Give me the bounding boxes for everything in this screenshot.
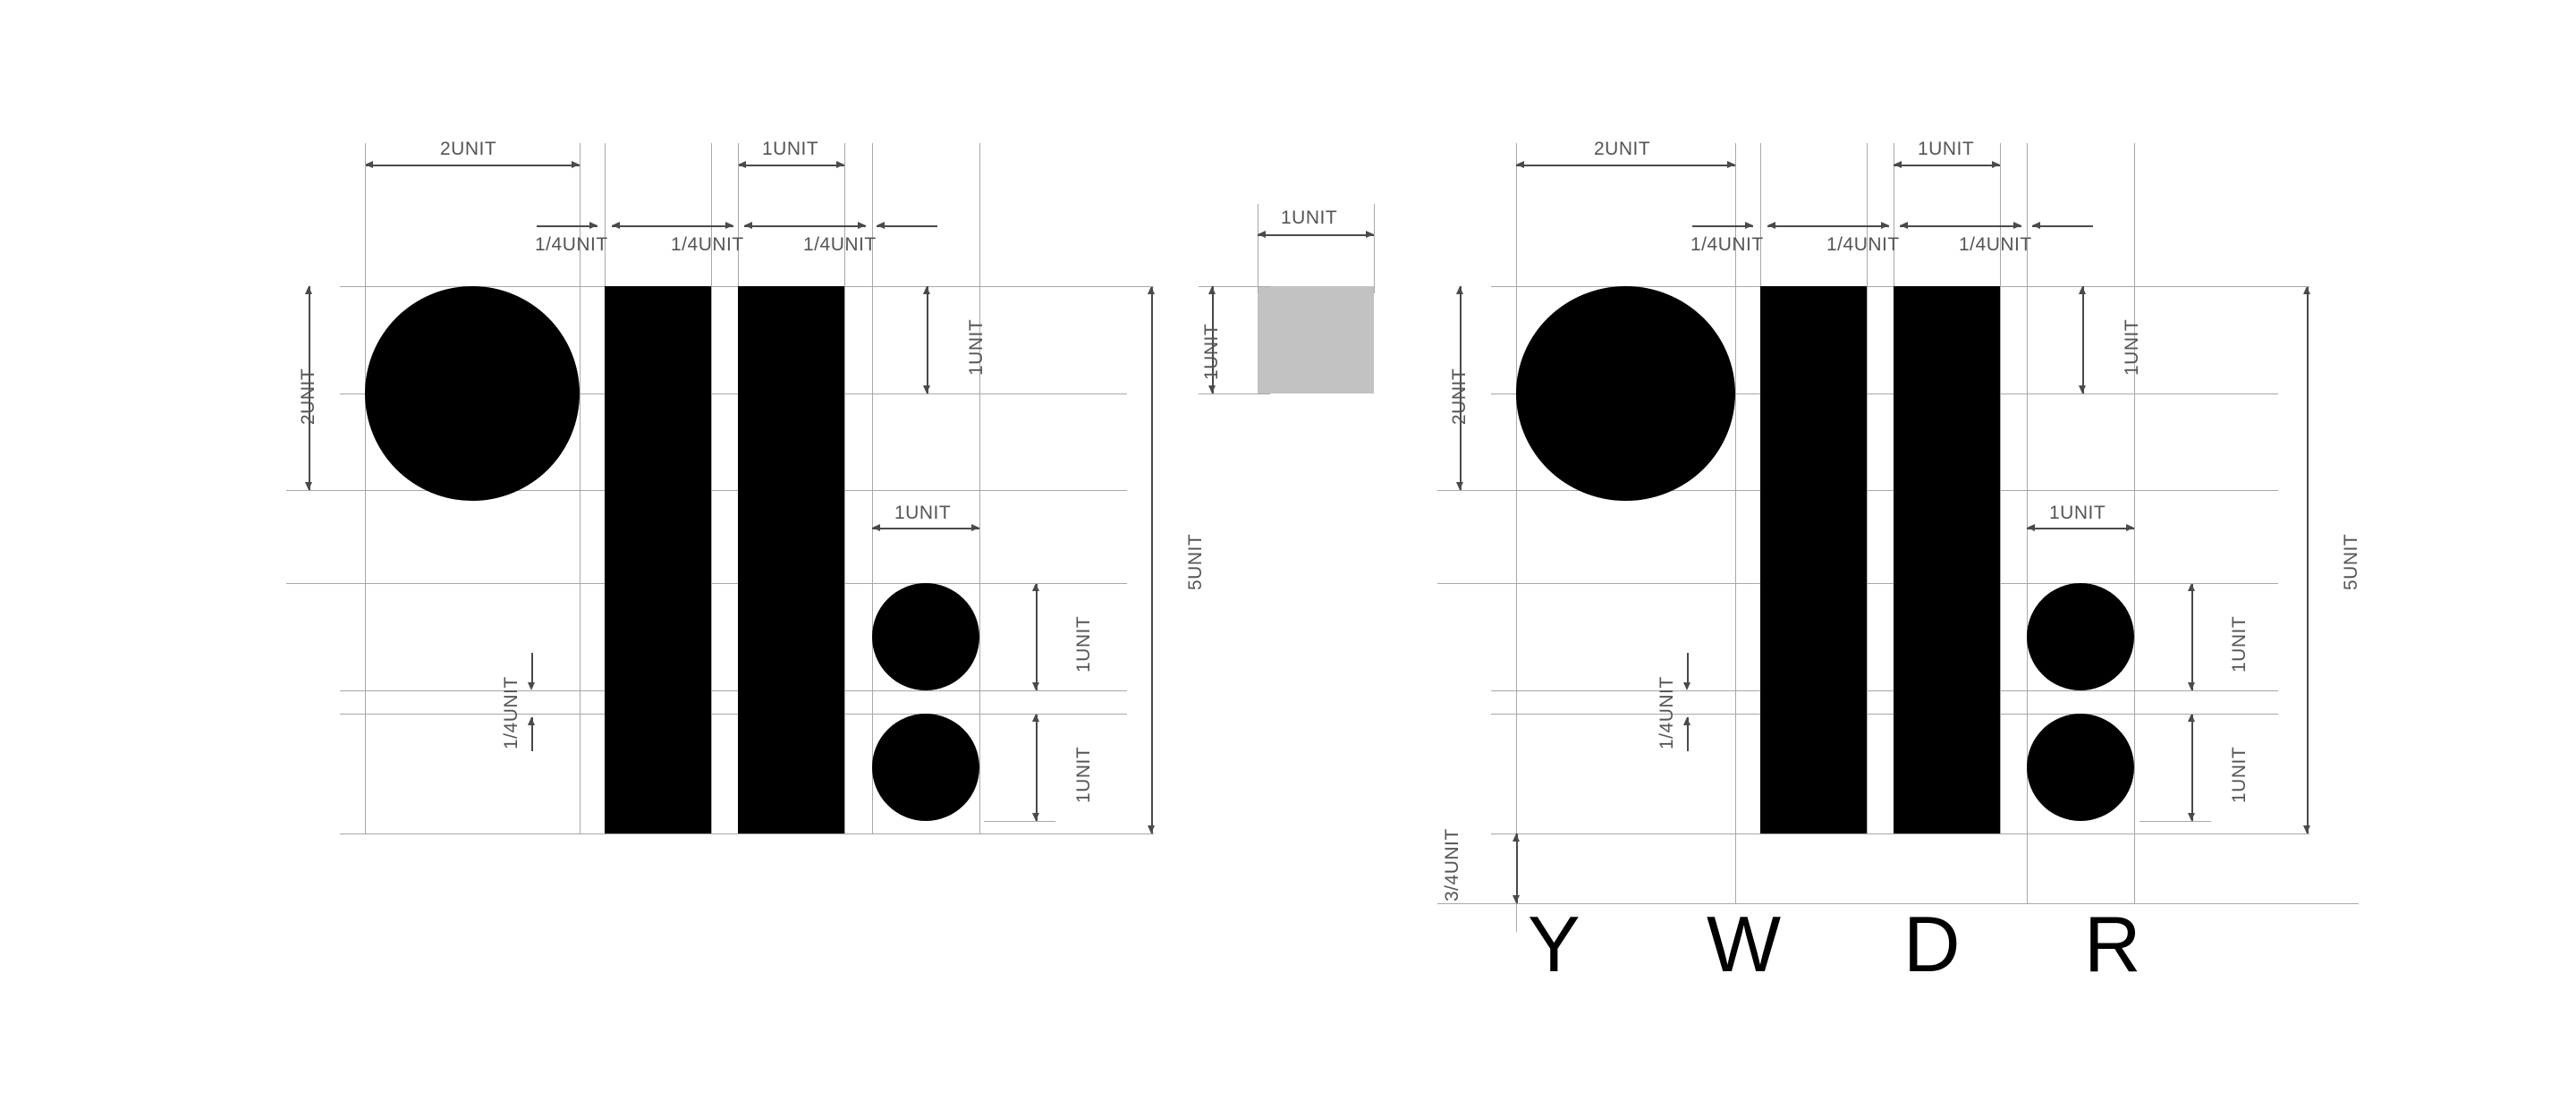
guide-r-h-4 xyxy=(1491,690,2278,691)
guide-h-4 xyxy=(340,690,1127,691)
guide-h-top xyxy=(340,286,1127,287)
wordmark-letter-y: Y xyxy=(1528,900,1580,988)
dim-label-swatch-height: 1UNIT xyxy=(1201,323,1222,380)
guide-h-5 xyxy=(340,714,1127,715)
guide-v-circle-left xyxy=(365,143,366,833)
symbol-bar-2 xyxy=(738,286,844,833)
guide-r-h-top xyxy=(1491,286,2278,287)
unit-swatch xyxy=(1258,286,1374,393)
guide-r-h-5 xyxy=(1491,714,2278,715)
guide-r-v-circle-right xyxy=(1735,143,1736,903)
guide-h-1 xyxy=(340,393,1127,394)
guide-swatch-bottom xyxy=(1199,393,1270,394)
guide-r-h-bottom xyxy=(1491,833,2278,834)
guide-swatch-top xyxy=(1199,286,1270,287)
guide-r-v-bar2-right xyxy=(2000,143,2001,833)
guide-r-v-dot-left xyxy=(2027,143,2028,903)
dim-label-r-5unit: 5UNIT xyxy=(2341,533,2361,590)
dim-label-quarter-3: 1/4UNIT xyxy=(803,234,877,255)
logo-dot-2 xyxy=(2027,714,2134,821)
dim-label-r-quarter-3: 1/4UNIT xyxy=(1959,234,2032,255)
dim-label-r-2unit-height: 2UNIT xyxy=(1449,368,1470,425)
symbol-dot-2 xyxy=(872,714,979,821)
dim-label-2unit-height: 2UNIT xyxy=(298,368,318,425)
logo-large-circle xyxy=(1516,286,1735,501)
guide-h-bottom xyxy=(340,833,1127,834)
guide-r-h-baseline xyxy=(1437,903,2359,904)
dim-label-1unit: 1UNIT xyxy=(762,139,819,159)
dim-label-r-2unit: 2UNIT xyxy=(1594,139,1651,159)
wordmark-letter-w: W xyxy=(1707,900,1782,988)
guide-r-v-bar1-right xyxy=(1867,143,1868,833)
dim-label-2unit: 2UNIT xyxy=(440,139,497,159)
dim-label-dot-width: 1UNIT xyxy=(894,503,952,523)
logo-bar-2 xyxy=(1894,286,2000,833)
dim-label-5unit: 5UNIT xyxy=(1185,533,1206,590)
dim-label-dot1-height: 1UNIT xyxy=(1073,615,1094,673)
symbol-large-circle xyxy=(365,286,580,501)
guide-v-bar1-right xyxy=(711,143,712,833)
guide-r-v-dot-right xyxy=(2134,143,2135,903)
dim-label-r-1unit-top: 1UNIT xyxy=(2122,318,2142,376)
wordmark-letter-r: R xyxy=(2084,900,2141,988)
dim-label-swatch-width: 1UNIT xyxy=(1281,207,1338,228)
symbol-bar-1 xyxy=(605,286,711,833)
dim-label-r-1unit: 1UNIT xyxy=(1918,139,1975,159)
wordmark-letter-d: D xyxy=(1903,900,1961,988)
dim-label-r-dot-width: 1UNIT xyxy=(2049,503,2106,523)
guide-v-dot-right xyxy=(979,143,980,833)
dim-label-dot2-height: 1UNIT xyxy=(1073,746,1094,803)
dim-label-clearspace: 3/4UNIT xyxy=(1442,828,1462,901)
dim-label-r-quarter-2: 1/4UNIT xyxy=(1826,234,1900,255)
guide-swatch-right xyxy=(1374,204,1375,293)
guide-v-dot-left xyxy=(872,143,873,833)
dim-label-1unit-top: 1UNIT xyxy=(966,318,987,376)
guide-r-h-1 xyxy=(1491,393,2278,394)
guide-r-v-circle-left xyxy=(1516,143,1517,903)
guide-v-bar2-right xyxy=(844,143,845,833)
dim-label-quarter-gap: 1/4UNIT xyxy=(501,676,521,749)
symbol-dot-1 xyxy=(872,583,979,690)
dim-label-quarter-2: 1/4UNIT xyxy=(671,234,744,255)
dim-label-r-dot2-height: 1UNIT xyxy=(2229,746,2250,803)
dim-label-quarter-1: 1/4UNIT xyxy=(535,234,608,255)
dim-label-r-quarter-gap: 1/4UNIT xyxy=(1657,676,1677,749)
logo-dot-1 xyxy=(2027,583,2134,690)
logo-bar-1 xyxy=(1760,286,1867,833)
dim-label-r-dot1-height: 1UNIT xyxy=(2229,615,2250,673)
dim-label-r-quarter-1: 1/4UNIT xyxy=(1690,234,1764,255)
